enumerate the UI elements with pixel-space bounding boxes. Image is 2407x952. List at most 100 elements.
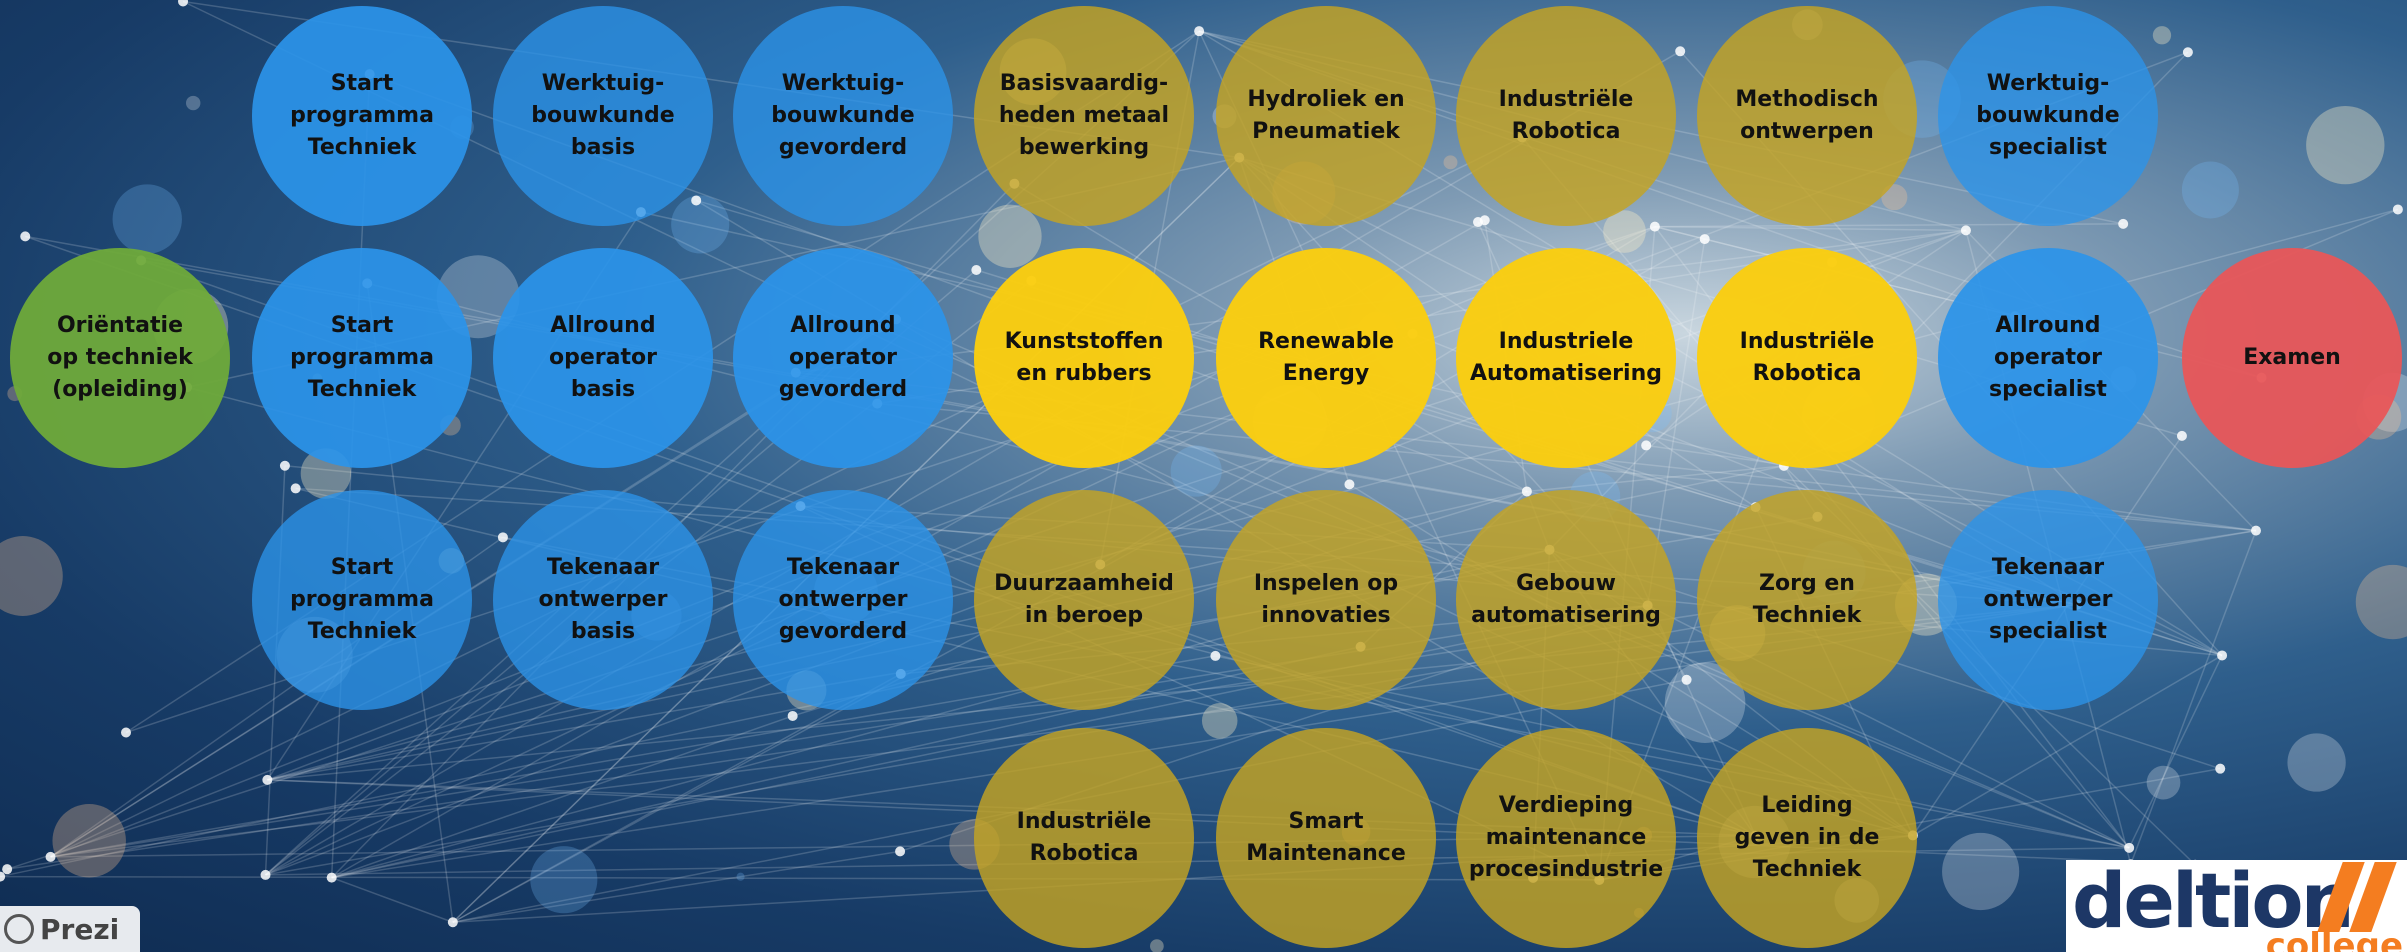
node-industriele-robotica-top: Industriële Robotica xyxy=(1456,6,1676,226)
node-industriele-automatisering: Industriele Automatisering xyxy=(1456,248,1676,468)
network-node-dot xyxy=(120,727,131,738)
network-node-dot xyxy=(0,871,6,882)
network-node-dot xyxy=(2182,47,2193,58)
node-label: Examen xyxy=(2243,345,2341,370)
node-methodisch-ontwerpen: Methodisch ontwerpen xyxy=(1697,6,1917,226)
node-verdieping-maintenance: Verdieping maintenance procesindustrie xyxy=(1456,728,1676,948)
node-allround-operator-basis: Allround operator basis xyxy=(493,248,713,468)
node-allround-operator-gevorderd: Allround operator gevorderd xyxy=(733,248,953,468)
bokeh-dot xyxy=(530,846,598,914)
node-label: Werktuig- bouwkunde specialist xyxy=(1976,71,2120,160)
node-start-programma-techniek-top: Start programma Techniek xyxy=(252,6,472,226)
node-label: Basisvaardig- heden metaal bewerking xyxy=(998,71,1170,160)
network-node-dot xyxy=(1699,234,1710,245)
node-zorg-en-techniek: Zorg en Techniek xyxy=(1697,490,1917,710)
network-node-dot xyxy=(2215,763,2226,774)
network-line xyxy=(265,529,2257,876)
network-line xyxy=(331,646,1361,879)
bokeh-dot xyxy=(2146,765,2181,800)
node-gebouw-automatisering: Gebouw automatisering xyxy=(1456,490,1676,710)
node-tekenaar-ontwerper-specialist: Tekenaar ontwerper specialist xyxy=(1938,490,2158,710)
node-label: Verdieping maintenance procesindustrie xyxy=(1468,793,1664,882)
node-label: Industriële Robotica xyxy=(1739,329,1875,386)
node-industriele-robotica-middle: Industriële Robotica xyxy=(1697,248,1917,468)
network-node-dot xyxy=(895,846,906,857)
network-node-dot xyxy=(1521,486,1532,497)
prezi-logo-icon xyxy=(4,914,34,944)
node-tekenaar-ontwerper-basis: Tekenaar ontwerper basis xyxy=(493,490,713,710)
network-node-dot xyxy=(447,917,458,928)
bokeh-dot xyxy=(978,204,1042,268)
network-node-dot xyxy=(260,869,271,880)
network-line xyxy=(800,505,1550,551)
node-label: Kunststoffen en rubbers xyxy=(1004,329,1164,386)
network-node-dot xyxy=(1210,650,1221,661)
node-label: Werktuig- bouwkunde basis xyxy=(531,71,675,160)
bokeh-dot xyxy=(2152,26,2172,45)
node-tekenaar-ontwerper-gevorderd: Tekenaar ontwerper gevorderd xyxy=(733,490,953,710)
node-label: Tekenaar ontwerper specialist xyxy=(1983,555,2113,644)
node-label: Allround operator basis xyxy=(549,313,657,402)
node-label: Leiding geven in de Techniek xyxy=(1734,793,1880,882)
network-node-dot xyxy=(1194,26,1205,37)
network-node-dot xyxy=(2,864,13,875)
node-industriele-robotica-bottom: Industriële Robotica xyxy=(974,728,1194,948)
node-label: Start programma Techniek xyxy=(290,71,434,160)
network-node-dot xyxy=(279,460,290,471)
node-smart-maintenance: Smart Maintenance xyxy=(1216,728,1436,948)
node-label: Tekenaar ontwerper gevorderd xyxy=(778,555,908,644)
bokeh-dot xyxy=(112,184,182,254)
network-line xyxy=(1526,465,1785,493)
node-werktuigbouwkunde-basis: Werktuig- bouwkunde basis xyxy=(493,6,713,226)
network-node-dot xyxy=(326,872,337,883)
network-node-dot xyxy=(2392,204,2403,215)
node-label: Gebouw automatisering xyxy=(1471,571,1661,628)
bokeh-dot xyxy=(185,95,201,111)
network-line xyxy=(50,136,1523,858)
network-node-dot xyxy=(1960,225,1971,236)
network-line xyxy=(1654,225,1966,232)
network-node-dot xyxy=(691,195,702,206)
deltion-subtitle: college xyxy=(2265,926,2403,952)
network-node-dot xyxy=(971,264,982,275)
network-line xyxy=(331,876,454,923)
network-line xyxy=(452,850,901,923)
bokeh-dot xyxy=(1942,832,2020,911)
bokeh-dot xyxy=(2181,161,2239,219)
network-node-dot xyxy=(178,0,189,7)
node-label: Industriele Automatisering xyxy=(1470,329,1662,386)
network-line xyxy=(1646,444,2257,532)
network-node-dot xyxy=(2217,650,2228,661)
node-label: Methodisch ontwerpen xyxy=(1735,87,1879,144)
bokeh-dot xyxy=(1170,445,1222,497)
prezi-badge[interactable]: Prezi xyxy=(0,906,140,952)
node-basisvaardigheden-metaal: Basisvaardig- heden metaal bewerking xyxy=(974,6,1194,226)
network-node-dot xyxy=(290,483,301,494)
bokeh-dot xyxy=(671,195,730,254)
node-label: Smart Maintenance xyxy=(1246,809,1406,866)
node-kunststoffen-rubbers: Kunststoffen en rubbers xyxy=(974,248,1194,468)
node-label: Allround operator gevorderd xyxy=(778,313,908,402)
network-node-dot xyxy=(2176,430,2187,441)
network-line xyxy=(1912,654,2223,837)
bokeh-dot xyxy=(1150,939,1164,952)
node-hydroliek-pneumatiek: Hydroliek en Pneumatiek xyxy=(1216,6,1436,226)
network-node-dot xyxy=(2124,842,2135,853)
node-label: Start programma Techniek xyxy=(290,555,434,644)
network-line xyxy=(331,715,793,879)
bokeh-dot xyxy=(2306,105,2385,185)
deltion-wordmark: deltion xyxy=(2072,860,2355,945)
node-label: Allround operator specialist xyxy=(1989,313,2107,402)
node-label: Industriële Robotica xyxy=(1016,809,1152,866)
network-node-dot xyxy=(497,532,508,543)
network-line xyxy=(2128,655,2223,849)
bokeh-dot xyxy=(1201,703,1238,739)
network-line xyxy=(2130,530,2257,865)
network-node-dot xyxy=(1479,215,1490,226)
node-label: Start programma Techniek xyxy=(290,313,434,402)
network-line xyxy=(452,673,902,923)
node-label: Hydroliek en Pneumatiek xyxy=(1247,87,1405,144)
node-label: Tekenaar ontwerper basis xyxy=(538,555,668,644)
network-line xyxy=(331,604,1648,879)
bokeh-dot xyxy=(0,536,63,616)
